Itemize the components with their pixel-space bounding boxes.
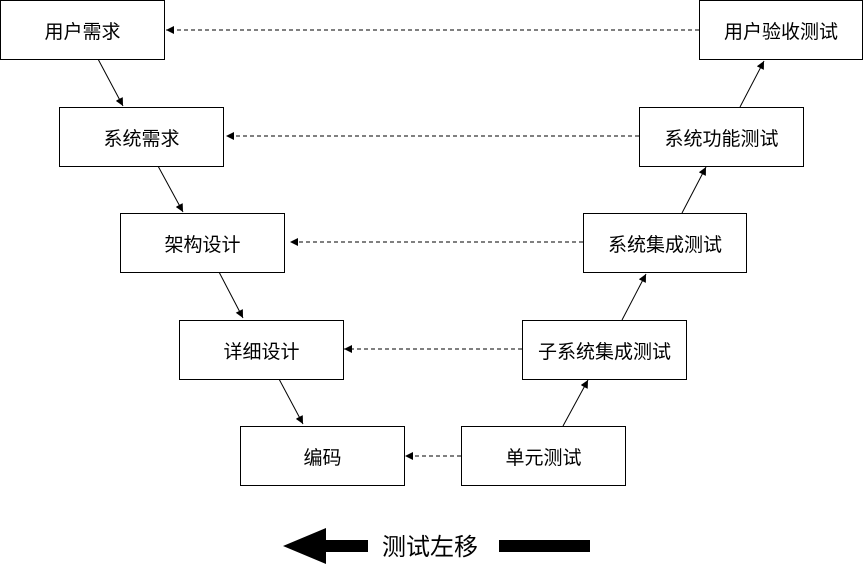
flow-arrow-system-requirements-to-architecture	[157, 165, 184, 213]
shift-left-arrow-icon	[283, 528, 368, 564]
box-detailed-design: 详细设计	[179, 320, 344, 380]
box-system-requirements: 系统需求	[59, 107, 224, 167]
box-system-function-test: 系统功能测试	[639, 107, 804, 167]
box-user-acceptance-test: 用户验收测试	[699, 0, 863, 60]
flow-arrow-system-integration-to-function-test	[681, 166, 707, 214]
box-user-requirements: 用户需求	[0, 0, 165, 60]
shift-left-caption: 测试左移	[382, 533, 478, 561]
box-unit-test: 单元测试	[461, 426, 626, 486]
flow-arrow-subsystem-to-system-integration-test	[621, 273, 647, 321]
flow-arrow-unit-to-subsystem-test	[562, 379, 589, 427]
shift-left-bar	[499, 540, 590, 552]
box-architecture-design: 架构设计	[120, 213, 285, 273]
box-coding: 编码	[240, 426, 405, 486]
box-subsystem-integration-test: 子系统集成测试	[522, 320, 687, 380]
flow-arrow-function-to-acceptance-test	[739, 60, 765, 108]
flow-arrow-user-to-system-requirements	[97, 58, 124, 107]
flow-arrow-detailed-design-to-coding	[278, 378, 304, 425]
box-system-integration-test: 系统集成测试	[583, 213, 747, 273]
flow-arrow-architecture-to-detailed-design	[218, 271, 244, 319]
